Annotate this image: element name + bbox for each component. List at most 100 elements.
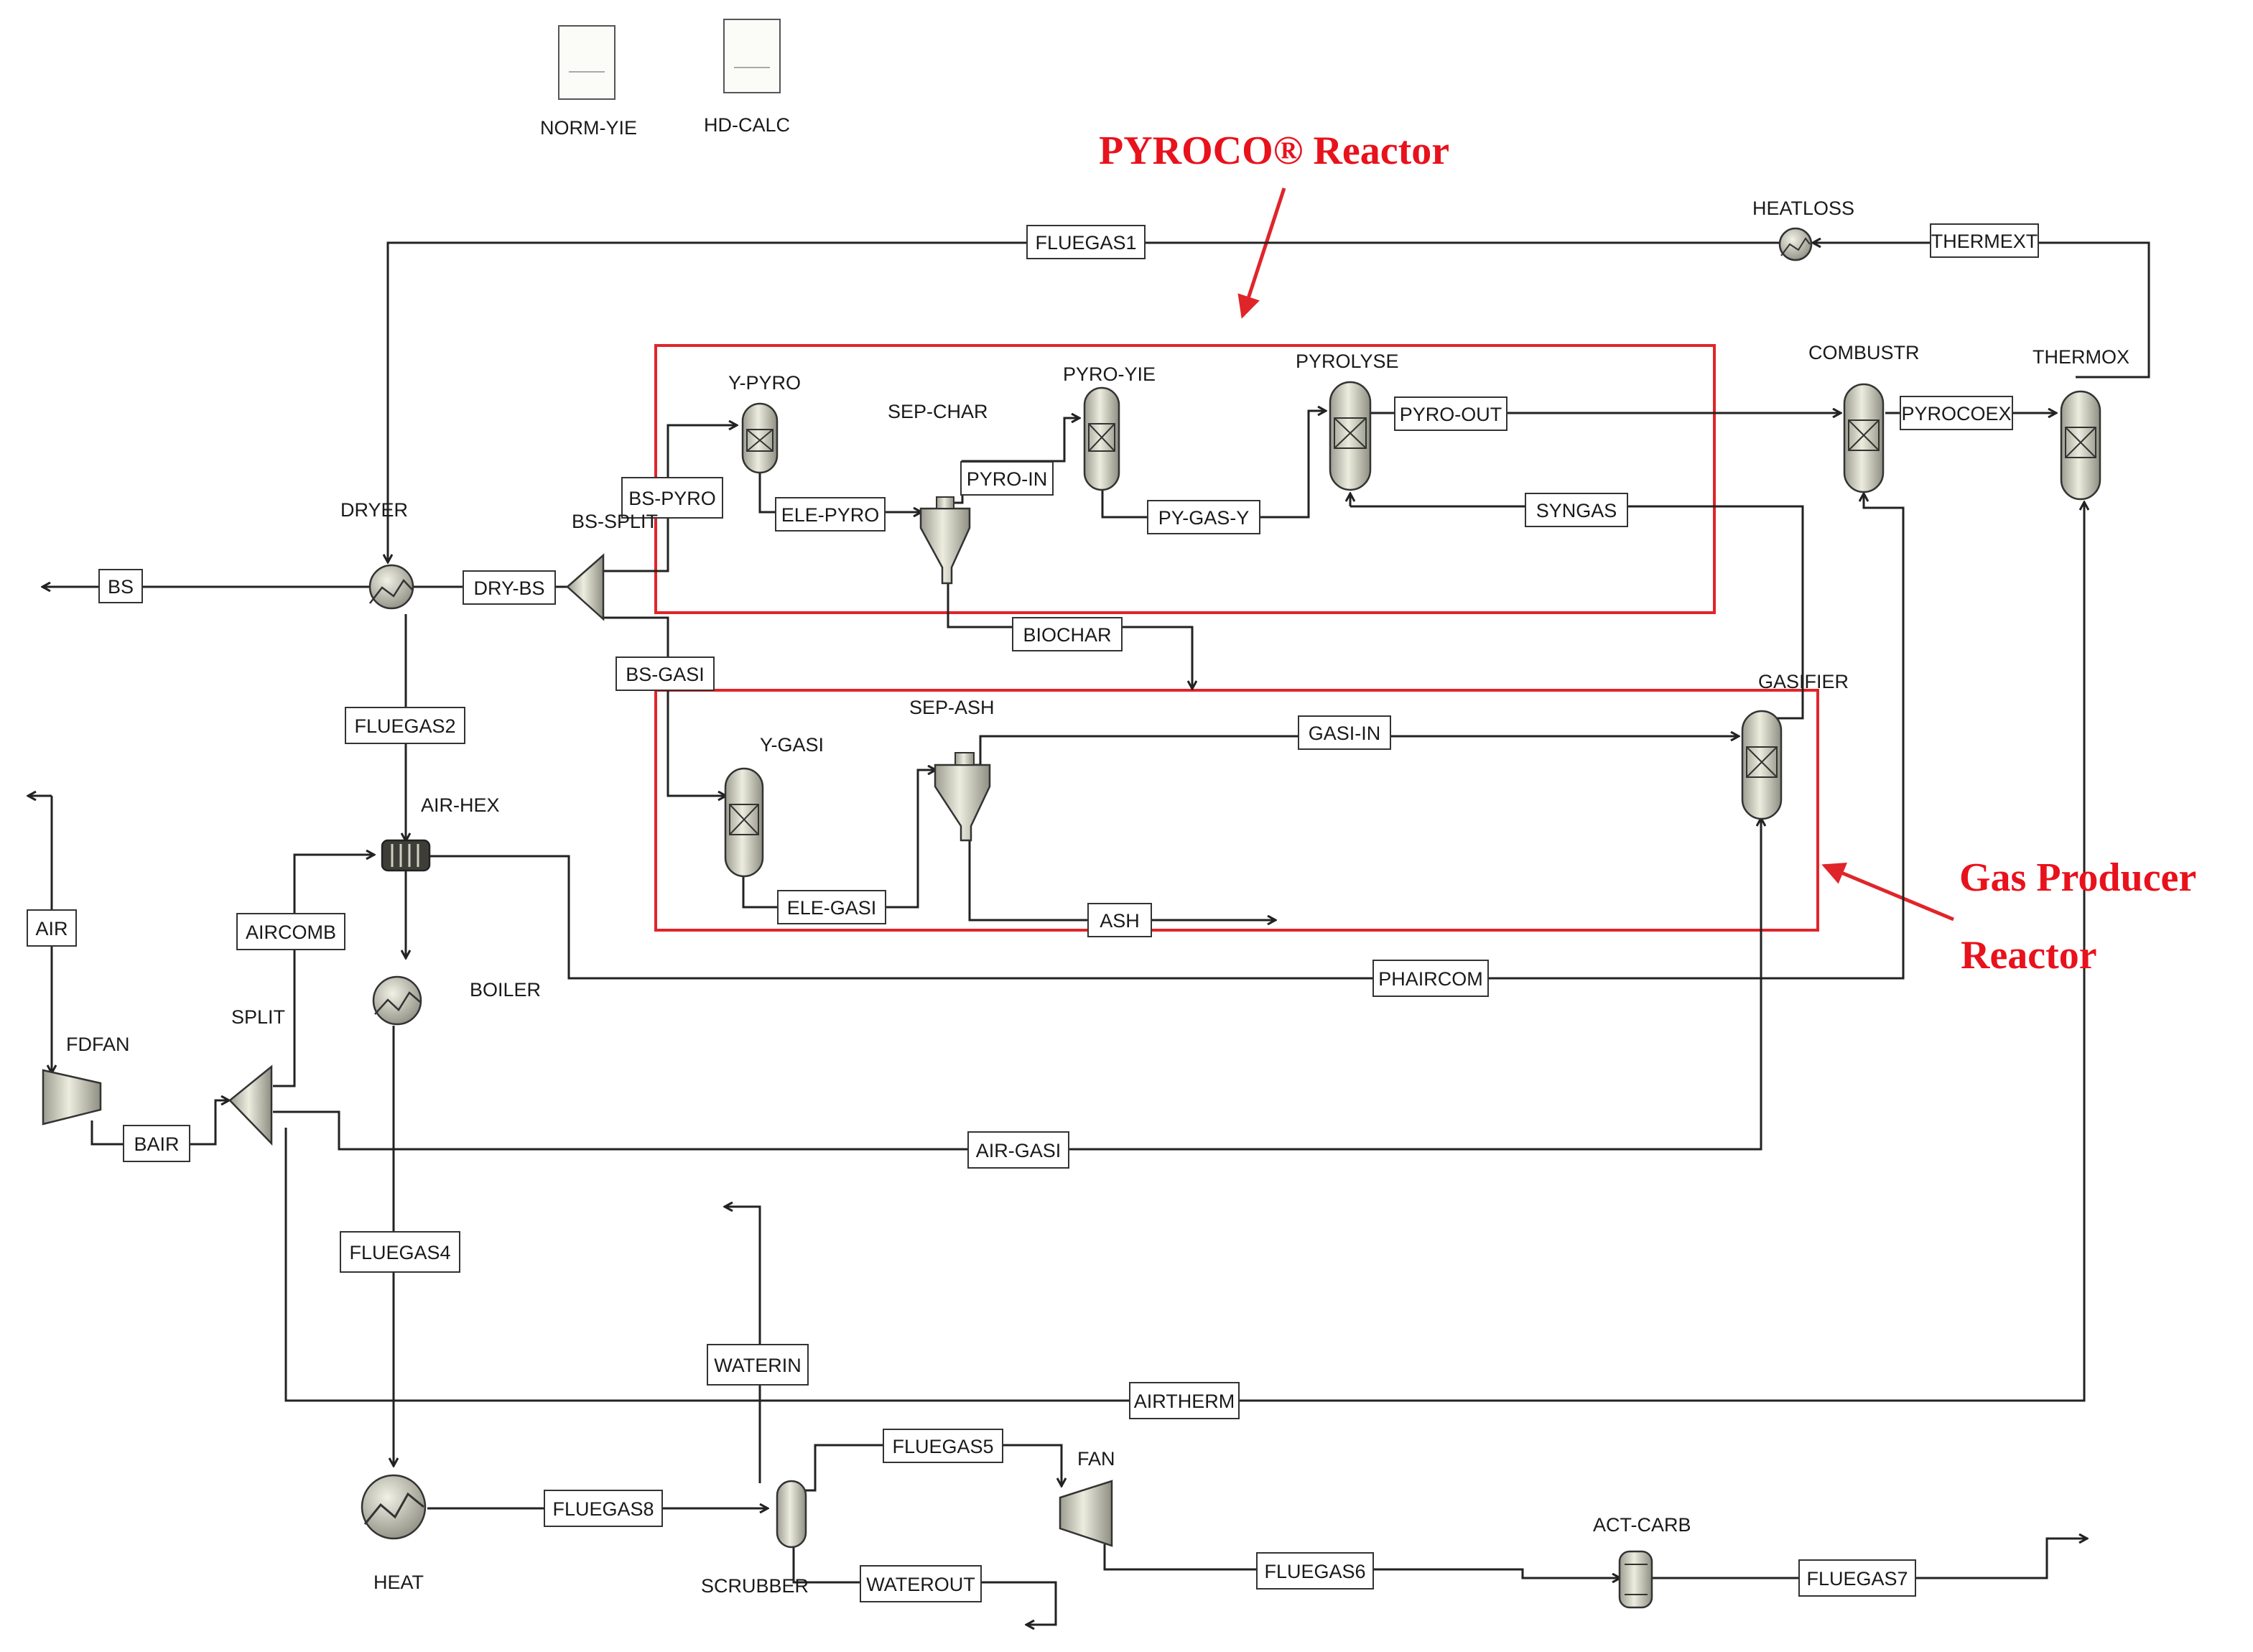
annotation-pyroco-reactor: PYROCO® Reactor bbox=[1099, 129, 1449, 173]
block-label-sep-ash: SEP-ASH bbox=[909, 697, 995, 718]
block-label-fdfan: FDFAN bbox=[66, 1034, 130, 1055]
block-label-bs-split: BS-SPLIT bbox=[572, 511, 658, 532]
stream-text-ele-pyro: ELE-PYRO bbox=[781, 504, 880, 526]
stream-label-bair[interactable]: BAIR bbox=[123, 1125, 190, 1162]
pyroco-pointer-arrow bbox=[1237, 187, 1286, 319]
stream-label-fluegas8[interactable]: FLUEGAS8 bbox=[544, 1490, 663, 1527]
y-gasi-reactor[interactable] bbox=[724, 767, 764, 878]
hd-calc-calculator[interactable] bbox=[723, 19, 781, 93]
stream-label-syngas[interactable]: SYNGAS bbox=[1525, 493, 1628, 527]
thermox-reactor[interactable] bbox=[2060, 390, 2101, 501]
block-label-sep-char: SEP-CHAR bbox=[888, 401, 988, 422]
block-label-act-carb: ACT-CARB bbox=[1593, 1514, 1691, 1536]
pyrolyse-reactor[interactable] bbox=[1329, 381, 1372, 491]
heat-heater[interactable] bbox=[361, 1474, 427, 1540]
stream-label-py-gas-y[interactable]: PY-GAS-Y bbox=[1147, 500, 1260, 534]
gas-producer-pointer-arrow bbox=[1821, 863, 1954, 922]
stream-label-pyro-out[interactable]: PYRO-OUT bbox=[1394, 396, 1508, 431]
stream-text-biochar: BIOCHAR bbox=[1023, 624, 1111, 646]
stream-label-gasi-in[interactable]: GASI-IN bbox=[1298, 715, 1391, 750]
dryer-heater[interactable] bbox=[368, 564, 414, 610]
stream-text-phaircom: PHAIRCOM bbox=[1378, 968, 1483, 990]
stream-label-pyro-in[interactable]: PYRO-IN bbox=[960, 461, 1054, 496]
scrubber-column[interactable] bbox=[776, 1480, 807, 1549]
stream-text-gasi-in: GASI-IN bbox=[1309, 723, 1381, 744]
sep-ash-cyclone[interactable] bbox=[934, 752, 991, 842]
gas-producer-reactor-box bbox=[654, 689, 1819, 932]
block-label-hd-calc: HD-CALC bbox=[704, 114, 790, 136]
stream-label-fluegas2[interactable]: FLUEGAS2 bbox=[345, 707, 465, 744]
pyroco-reactor-box bbox=[654, 344, 1716, 614]
stream-text-fluegas4: FLUEGAS4 bbox=[349, 1242, 450, 1263]
gasifier-reactor[interactable] bbox=[1741, 710, 1783, 820]
stream-text-pyro-in: PYRO-IN bbox=[967, 468, 1048, 490]
block-label-gasifier: GASIFIER bbox=[1758, 671, 1849, 692]
sep-char-cyclone[interactable] bbox=[919, 496, 971, 585]
heatloss-heater[interactable] bbox=[1778, 227, 1813, 261]
stream-text-ash: ASH bbox=[1100, 910, 1140, 932]
stream-label-aircomb[interactable]: AIRCOMB bbox=[236, 913, 345, 950]
stream-text-bair: BAIR bbox=[134, 1133, 179, 1155]
stream-text-bs: BS bbox=[108, 576, 134, 598]
stream-label-waterout[interactable]: WATEROUT bbox=[860, 1565, 982, 1602]
stream-label-ash[interactable]: ASH bbox=[1087, 903, 1152, 937]
combustr-reactor[interactable] bbox=[1843, 383, 1885, 493]
stream-label-thermext[interactable]: THERMEXT bbox=[1930, 223, 2039, 258]
block-label-pyro-yie: PYRO-YIE bbox=[1063, 363, 1156, 385]
air-hex-exchanger[interactable] bbox=[381, 839, 431, 872]
boiler-heater[interactable] bbox=[372, 975, 422, 1026]
block-label-thermox: THERMOX bbox=[2033, 346, 2129, 368]
stream-label-ele-pyro[interactable]: ELE-PYRO bbox=[775, 497, 886, 532]
stream-label-air[interactable]: AIR bbox=[27, 909, 77, 947]
stream-label-bs-pyro[interactable]: BS-PYRO bbox=[621, 477, 723, 519]
stream-text-waterout: WATEROUT bbox=[866, 1574, 975, 1595]
stream-text-fluegas5: FLUEGAS5 bbox=[892, 1436, 993, 1457]
stream-label-pyrocoex[interactable]: PYROCOEX bbox=[1900, 396, 2013, 430]
stream-label-fluegas6[interactable]: FLUEGAS6 bbox=[1256, 1552, 1374, 1590]
y-pyro-reactor[interactable] bbox=[741, 402, 779, 474]
fan-compressor[interactable] bbox=[1059, 1480, 1113, 1547]
stream-label-dry-bs[interactable]: DRY-BS bbox=[463, 570, 556, 605]
stream-text-airtherm: AIRTHERM bbox=[1134, 1391, 1235, 1412]
stream-text-bs-gasi: BS-GASI bbox=[626, 664, 705, 685]
stream-text-fluegas1: FLUEGAS1 bbox=[1035, 232, 1136, 254]
block-label-heat: HEAT bbox=[373, 1572, 424, 1593]
stream-text-fluegas8: FLUEGAS8 bbox=[552, 1498, 654, 1520]
stream-label-biochar[interactable]: BIOCHAR bbox=[1012, 617, 1123, 651]
stream-label-ele-gasi[interactable]: ELE-GASI bbox=[777, 890, 886, 924]
stream-label-fluegas1[interactable]: FLUEGAS1 bbox=[1026, 225, 1146, 259]
stream-label-fluegas5[interactable]: FLUEGAS5 bbox=[883, 1429, 1003, 1463]
stream-text-bs-pyro: BS-PYRO bbox=[628, 488, 716, 509]
stream-label-fluegas7[interactable]: FLUEGAS7 bbox=[1798, 1559, 1916, 1597]
norm-yie-calculator[interactable] bbox=[558, 25, 615, 100]
block-label-y-pyro: Y-PYRO bbox=[728, 372, 801, 394]
annotation-gas-producer-line2: Reactor bbox=[1961, 933, 2097, 978]
stream-text-dry-bs: DRY-BS bbox=[473, 577, 544, 599]
stream-text-syngas: SYNGAS bbox=[1536, 500, 1617, 521]
stream-label-fluegas4[interactable]: FLUEGAS4 bbox=[340, 1231, 460, 1273]
stream-label-waterin[interactable]: WATERIN bbox=[707, 1344, 809, 1386]
stream-text-thermext: THERMEXT bbox=[1931, 231, 2038, 252]
stream-text-fluegas7: FLUEGAS7 bbox=[1806, 1568, 1908, 1590]
block-label-boiler: BOILER bbox=[470, 979, 541, 1001]
stream-label-air-gasi[interactable]: AIR-GASI bbox=[967, 1131, 1069, 1169]
stream-text-waterin: WATERIN bbox=[714, 1355, 802, 1376]
act-carb-column[interactable] bbox=[1618, 1550, 1653, 1609]
stream-label-phaircom[interactable]: PHAIRCOM bbox=[1372, 960, 1489, 997]
stream-text-ele-gasi: ELE-GASI bbox=[787, 897, 877, 919]
stream-text-air-gasi: AIR-GASI bbox=[976, 1140, 1062, 1161]
stream-text-pyrocoex: PYROCOEX bbox=[1901, 403, 2011, 424]
bs-split-splitter[interactable] bbox=[566, 553, 605, 621]
stream-text-pyro-out: PYRO-OUT bbox=[1400, 404, 1502, 425]
split-splitter[interactable] bbox=[228, 1064, 273, 1146]
block-label-pyrolyse: PYROLYSE bbox=[1296, 351, 1399, 372]
pyro-yie-reactor[interactable] bbox=[1083, 386, 1120, 491]
stream-label-bs[interactable]: BS bbox=[98, 569, 143, 603]
stream-label-airtherm[interactable]: AIRTHERM bbox=[1129, 1382, 1240, 1419]
block-label-heatloss: HEATLOSS bbox=[1752, 198, 1854, 219]
fdfan-compressor[interactable] bbox=[42, 1069, 102, 1126]
stream-label-bs-gasi[interactable]: BS-GASI bbox=[615, 656, 715, 691]
block-label-combustr: COMBUSTR bbox=[1808, 342, 1920, 363]
